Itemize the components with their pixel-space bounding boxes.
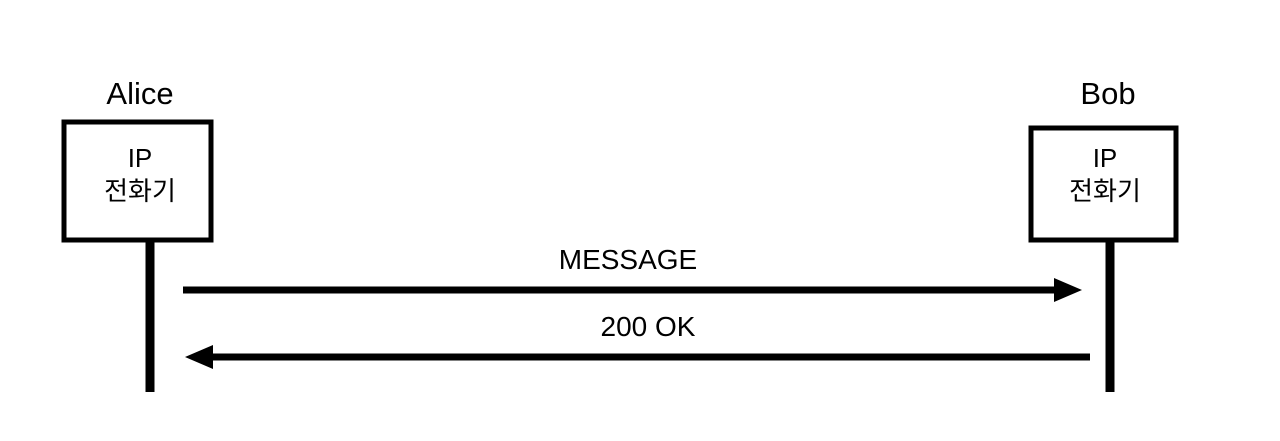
arrowhead-right-icon: [1054, 278, 1082, 302]
message-arrow-message: [183, 278, 1082, 302]
actor-box-text-bob-line2: 전화기: [1069, 176, 1141, 207]
message-label-message: MESSAGE: [558, 244, 698, 275]
actor-box-text-alice: IP 전화기: [64, 142, 216, 209]
message-label-response: 200 OK: [600, 311, 696, 342]
actor-box-text-bob: IP 전화기: [1030, 142, 1180, 209]
actor-box-text-alice-line1: IP: [127, 143, 153, 173]
actor-box-bob: [1028, 125, 1179, 243]
message-arrow-response: [185, 345, 1090, 369]
actor-box-text-alice-line2: 전화기: [104, 176, 176, 207]
actor-label-bob: Bob: [1080, 76, 1136, 111]
actor-box-alice: [61, 119, 214, 243]
actor-box-text-bob-line1: IP: [1092, 143, 1118, 173]
arrowhead-left-icon: [185, 345, 213, 369]
actor-label-alice: Alice: [106, 76, 174, 111]
